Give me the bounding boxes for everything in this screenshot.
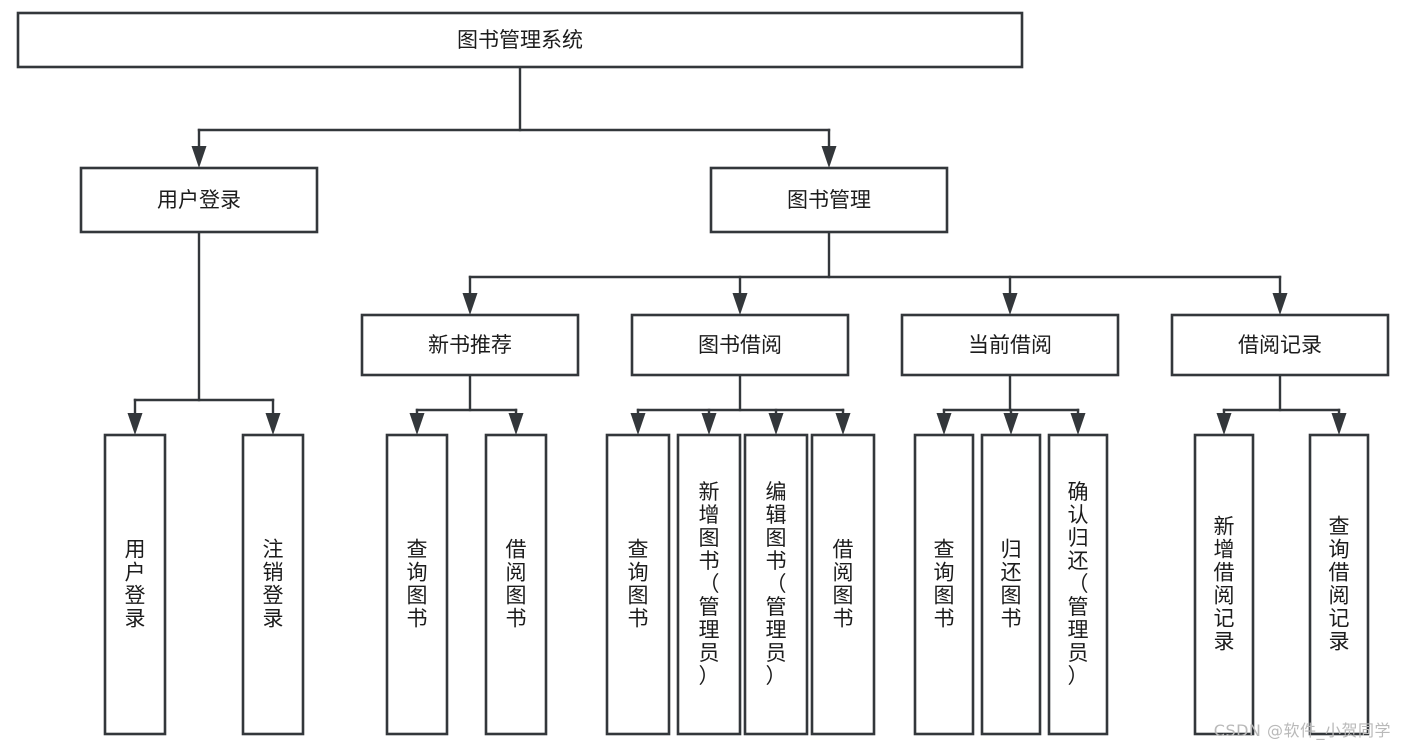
node-f8[interactable]: 借阅图书: [810, 433, 876, 736]
node-s1[interactable]: 新书推荐: [360, 313, 580, 377]
node-label: 用户登录: [157, 188, 241, 212]
node-f7[interactable]: 编辑图书（管理员）: [743, 433, 809, 736]
node-layer: 图书管理系统用户登录图书管理新书推荐图书借阅当前借阅借阅记录用户登录注销登录查询…: [16, 11, 1390, 736]
edge-group-s3: [936, 373, 1086, 435]
node-label: 借阅图书: [833, 537, 854, 630]
node-s4[interactable]: 借阅记录: [1170, 313, 1390, 377]
node-f10[interactable]: 归还图书: [980, 433, 1042, 736]
node-f9[interactable]: 查询图书: [913, 433, 975, 736]
node-label: 注销登录: [263, 537, 284, 630]
node-label: 查询图书: [628, 537, 649, 630]
node-f12[interactable]: 新增借阅记录: [1193, 433, 1255, 736]
node-f11[interactable]: 确认归还（管理员）: [1047, 433, 1109, 736]
node-label: 查询借阅记录: [1329, 514, 1350, 653]
node-f2[interactable]: 注销登录: [241, 433, 305, 736]
node-label: 当前借阅: [968, 333, 1052, 357]
node-label: 归还图书: [1001, 537, 1022, 630]
node-f1[interactable]: 用户登录: [103, 433, 167, 736]
node-label: 查询图书: [934, 537, 955, 630]
node-f4[interactable]: 借阅图书: [484, 433, 548, 736]
node-f5[interactable]: 查询图书: [605, 433, 671, 736]
node-label: 图书管理系统: [457, 28, 583, 52]
edge-group-m2: [462, 230, 1288, 315]
watermark-text: CSDN @软件_小贺同学: [1213, 721, 1391, 740]
node-label: 新书推荐: [428, 333, 512, 357]
edge-group-s2: [630, 373, 851, 435]
node-f3[interactable]: 查询图书: [385, 433, 449, 736]
node-label: 查询图书: [407, 537, 428, 630]
node-label: 确认归还（管理员）: [1068, 480, 1089, 688]
node-m2[interactable]: 图书管理: [709, 166, 949, 234]
edge-group-s4: [1216, 373, 1347, 435]
node-label: 借阅记录: [1238, 333, 1322, 357]
node-label: 借阅图书: [506, 537, 527, 630]
node-label: 新增图书（管理员）: [699, 480, 720, 688]
node-root[interactable]: 图书管理系统: [16, 11, 1024, 69]
node-m1[interactable]: 用户登录: [79, 166, 319, 234]
node-label: 用户登录: [125, 537, 146, 630]
edge-group-root: [191, 65, 837, 168]
node-label: 图书管理: [787, 188, 871, 212]
node-label: 编辑图书（管理员）: [766, 480, 787, 688]
edge-layer: [127, 65, 1347, 435]
edge-group-s1: [409, 373, 524, 435]
node-s3[interactable]: 当前借阅: [900, 313, 1120, 377]
node-f6[interactable]: 新增图书（管理员）: [676, 433, 742, 736]
node-f13[interactable]: 查询借阅记录: [1308, 433, 1370, 736]
edge-group-m1: [127, 230, 281, 435]
node-label: 新增借阅记录: [1214, 514, 1235, 653]
node-label: 图书借阅: [698, 333, 782, 357]
node-s2[interactable]: 图书借阅: [630, 313, 850, 377]
